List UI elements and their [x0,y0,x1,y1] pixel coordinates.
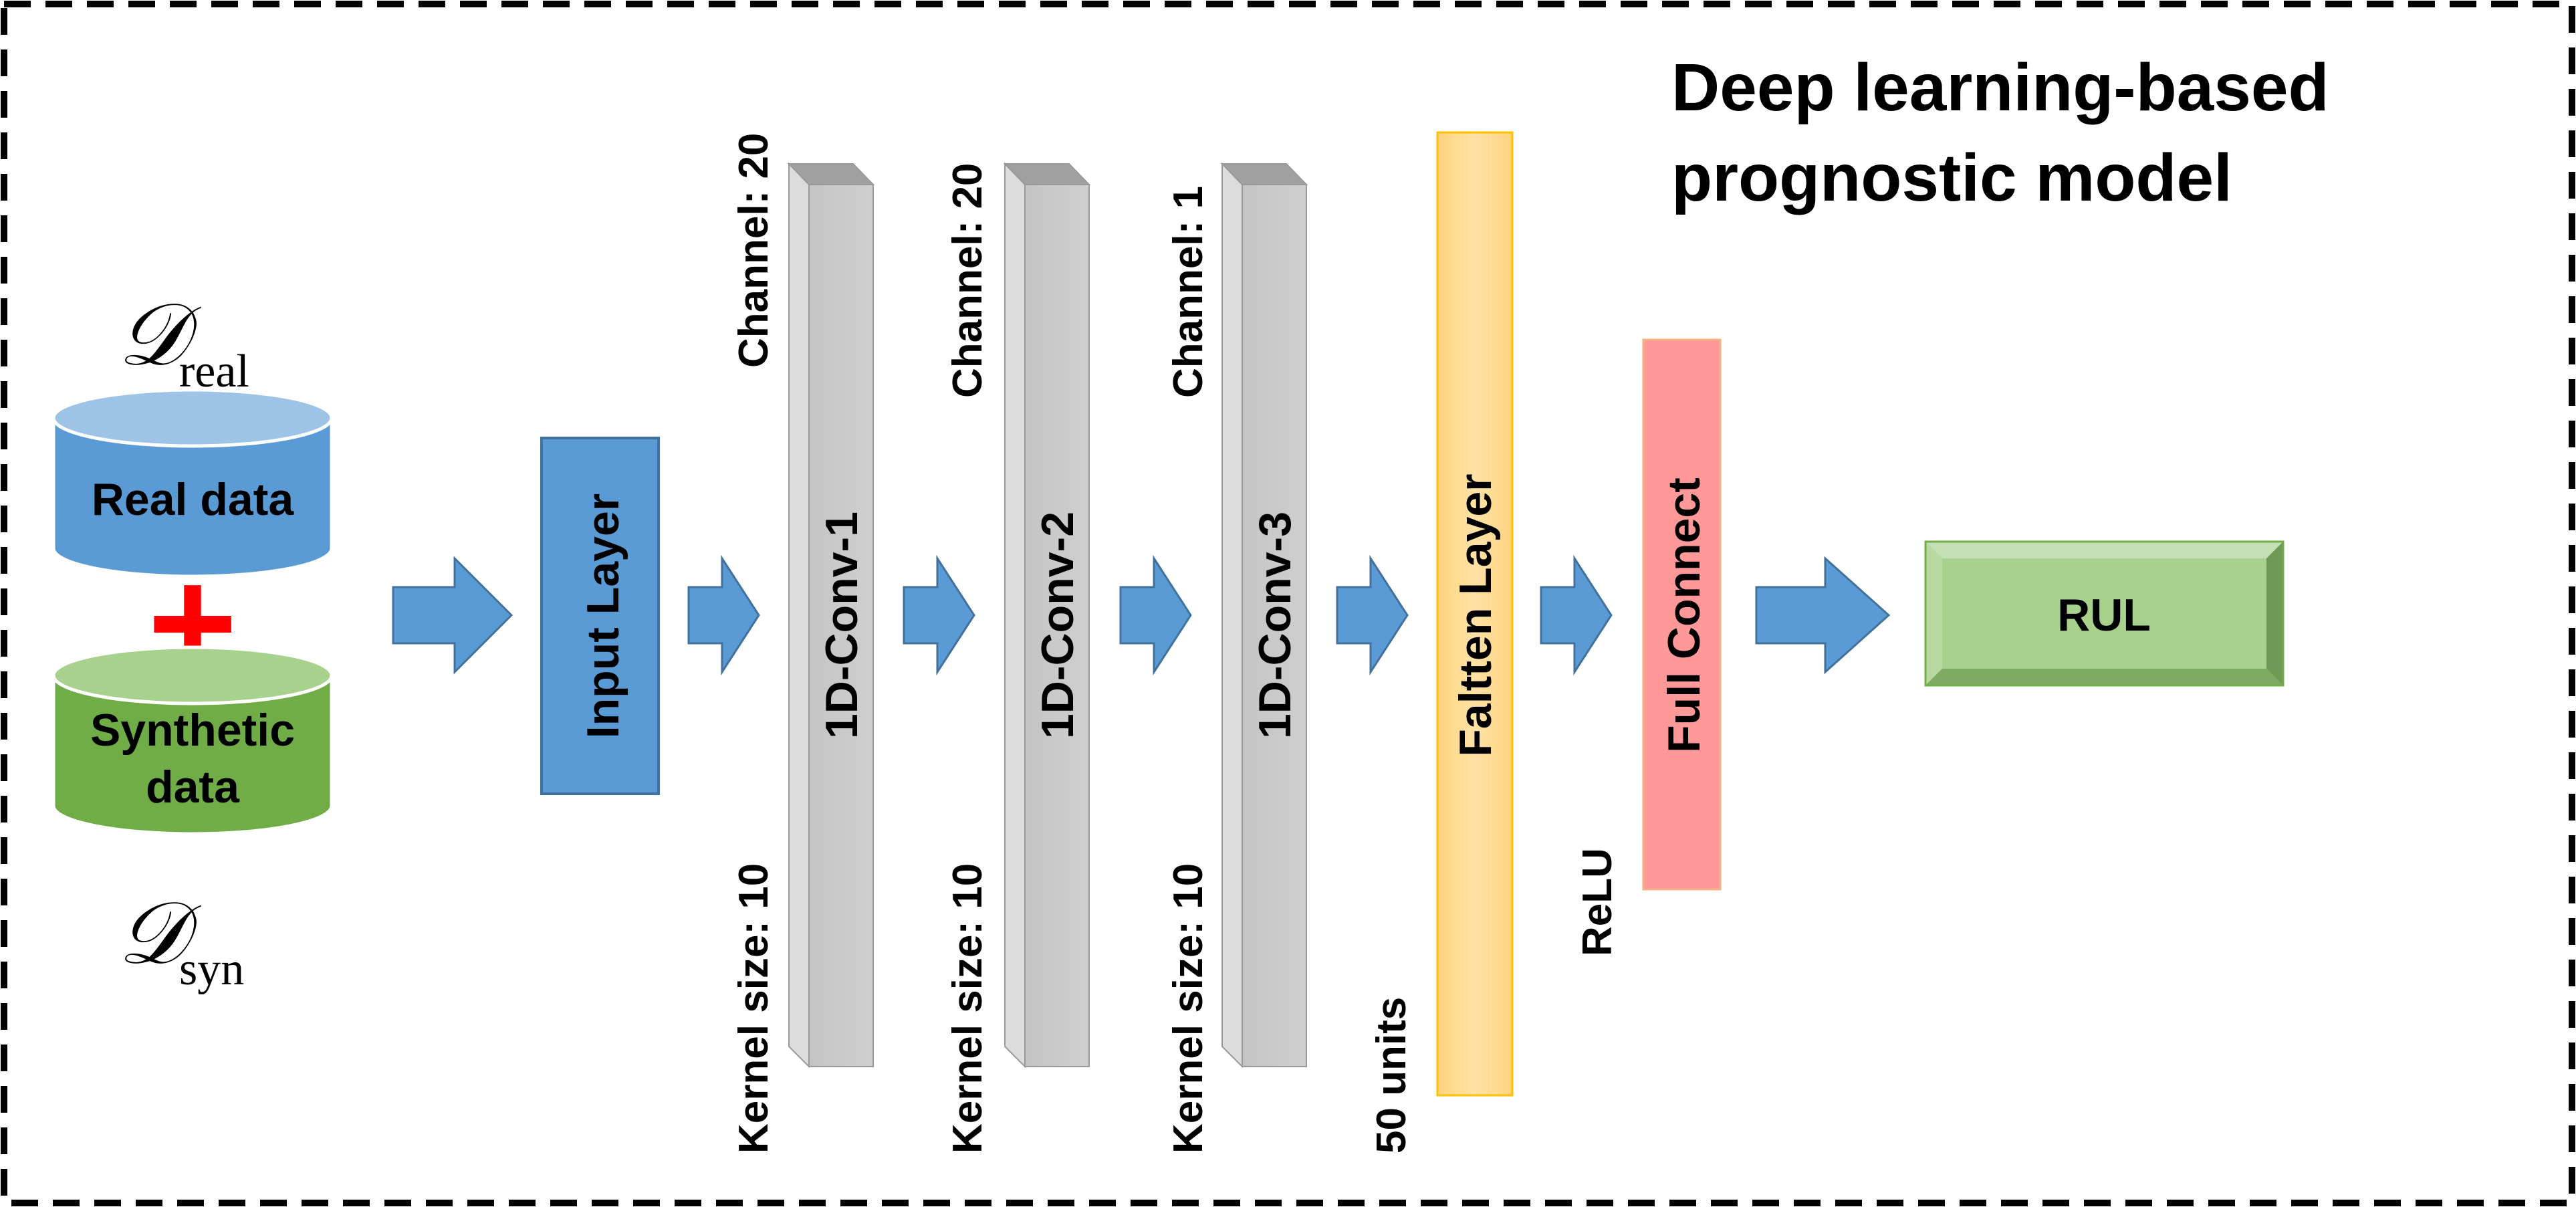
synthetic-data-label-2: data [146,762,240,812]
real-data-label: Real data [92,474,295,525]
rul-output-block: RUL [1924,540,2285,687]
full-connect-label: Full Connect [1659,477,1710,753]
flatten-units-label: 50 units [1369,997,1415,1154]
relu-label: ReLU [1574,848,1621,956]
conv1-label: 1D-Conv-1 [816,512,867,739]
svg-text:syn: syn [179,944,244,995]
arrow-icon-4 [1119,554,1192,676]
arrow-icon-2 [687,554,760,676]
conv1-channel-label: Channel: 20 [731,133,777,368]
arrow-icon-5 [1336,554,1409,676]
arrow-icon-1 [392,556,513,675]
flatten-layer-block: Faltten Layer [1436,131,1514,1097]
conv3-label: 1D-Conv-3 [1250,512,1300,739]
conv3-block: 1D-Conv-3 [1220,162,1308,1069]
conv2-label: 1D-Conv-2 [1032,512,1083,739]
synthetic-data-cylinder: Synthetic data [51,645,334,836]
arrow-icon-7 [1755,556,1891,675]
rul-label: RUL [2057,590,2151,641]
conv1-kernel-label: Kernel size: 10 [731,863,777,1154]
conv2-block: 1D-Conv-2 [1003,162,1091,1069]
title-line-2: prognostic model [1671,140,2232,215]
real-data-cylinder: Real data [51,388,334,578]
conv2-channel-label: Channel: 20 [945,163,991,398]
synthetic-data-label-1: Synthetic [90,705,295,756]
flatten-layer-label: Faltten Layer [1450,473,1501,756]
title-line-1: Deep learning-based [1671,50,2329,125]
full-connect-block: Full Connect [1642,338,1722,891]
arrow-icon-3 [903,554,975,676]
conv3-channel-label: Channel: 1 [1165,186,1211,398]
conv3-kernel-label: Kernel size: 10 [1165,863,1211,1154]
svg-text:real: real [179,346,249,397]
d-syn-symbol: 𝒟 syn [118,886,244,995]
d-real-symbol: 𝒟 real [118,288,249,397]
input-layer-label: Input Layer [578,493,628,739]
input-layer-block: Input Layer [540,437,660,795]
conv2-kernel-label: Kernel size: 10 [945,863,991,1154]
conv1-block: 1D-Conv-1 [787,162,875,1069]
arrow-icon-6 [1540,554,1613,676]
